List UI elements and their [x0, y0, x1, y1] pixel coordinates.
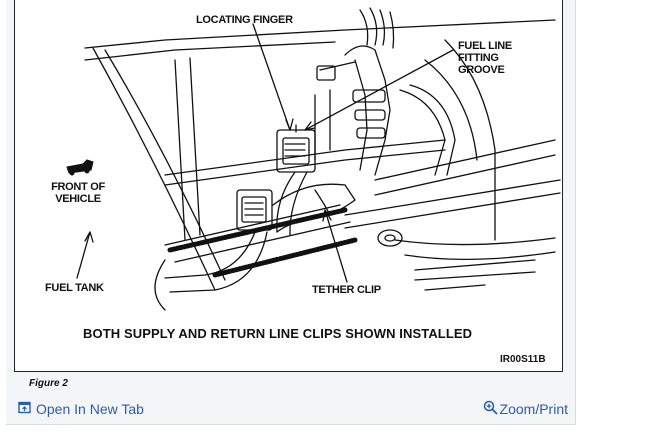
- figure-card: LOCATING FINGER FUEL LINE FITTING GROOVE…: [6, 0, 576, 425]
- fuel-line-diagram: [66, 7, 561, 311]
- open-new-tab-button[interactable]: Open In New Tab: [18, 400, 144, 418]
- magnifier-plus-icon: [483, 400, 498, 418]
- zoom-print-button[interactable]: Zoom/Print: [483, 400, 568, 418]
- label-locating-finger: LOCATING FINGER: [196, 14, 293, 26]
- label-front-2: VEHICLE: [55, 193, 101, 205]
- label-front-1: FRONT OF: [51, 181, 105, 193]
- label-fuel-line-2: FITTING: [458, 52, 499, 64]
- figure-caption: BOTH SUPPLY AND RETURN LINE CLIPS SHOWN …: [83, 326, 473, 341]
- figure-image: LOCATING FINGER FUEL LINE FITTING GROOVE…: [14, 0, 563, 372]
- label-fuel-tank: FUEL TANK: [45, 282, 104, 294]
- external-window-icon: [18, 401, 31, 417]
- label-fuel-line-3: GROOVE: [458, 64, 505, 76]
- figure-code: IR00S11B: [500, 354, 546, 365]
- zoom-print-label: Zoom/Print: [499, 401, 568, 417]
- label-tether-clip: TETHER CLIP: [312, 284, 381, 296]
- label-fuel-line-1: FUEL LINE: [458, 40, 512, 52]
- figure-number: Figure 2: [29, 378, 68, 389]
- image-toolbar: Open In New Tab Zoom/Print: [6, 396, 576, 422]
- open-new-tab-label: Open In New Tab: [36, 401, 144, 417]
